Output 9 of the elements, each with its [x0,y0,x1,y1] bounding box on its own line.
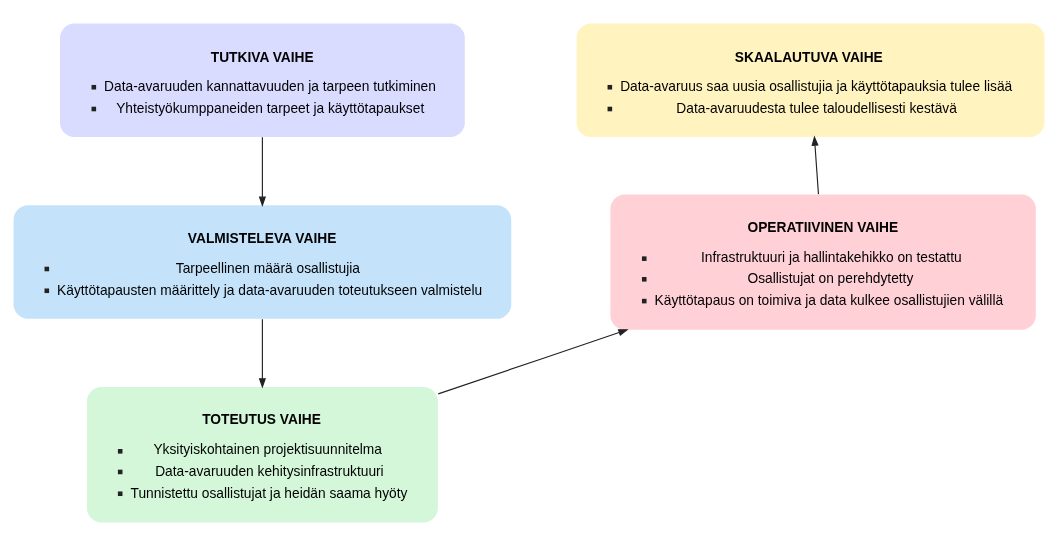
arrow [258,136,266,207]
arrow [437,328,629,394]
arrow [811,135,820,195]
node-box: VALMISTELEVA VAIHE Tarpeellinen määrä osallistujia Käyttötapausten määrittely ja data-avaruuden toteutukseen valmistelu [13,204,512,319]
node-box: OPERATIIVINEN VAIHE Infrastruktuuri ja hallintakehikko on testattu Osallistujat on perehdytetty Käyttötapaus on toimiva ja data kulkee osallistujien välillä [610,193,1036,330]
arrow [258,318,266,389]
node-box: TOTEUTUS VAIHE Yksityiskohtainen projektisuunnitelma Data-avaruuden kehitysinfrastruktuuri Tunnistettu osallistujat ja heidän saama hyöty [86,386,438,522]
node-box: TUTKIVA VAIHE Data-avaruuden kannattavuuden ja tarpeen tutkiminen Yhteistyökumppaneiden tarpeet ja käyttötapaukset [60,23,465,137]
node-box: SKAALAUTUVA VAIHE Data-avaruus saa uusia osallistujia ja käyttötapauksia tulee lisää Data-avaruudesta tulee taloudellisesti kestävä [576,23,1045,137]
